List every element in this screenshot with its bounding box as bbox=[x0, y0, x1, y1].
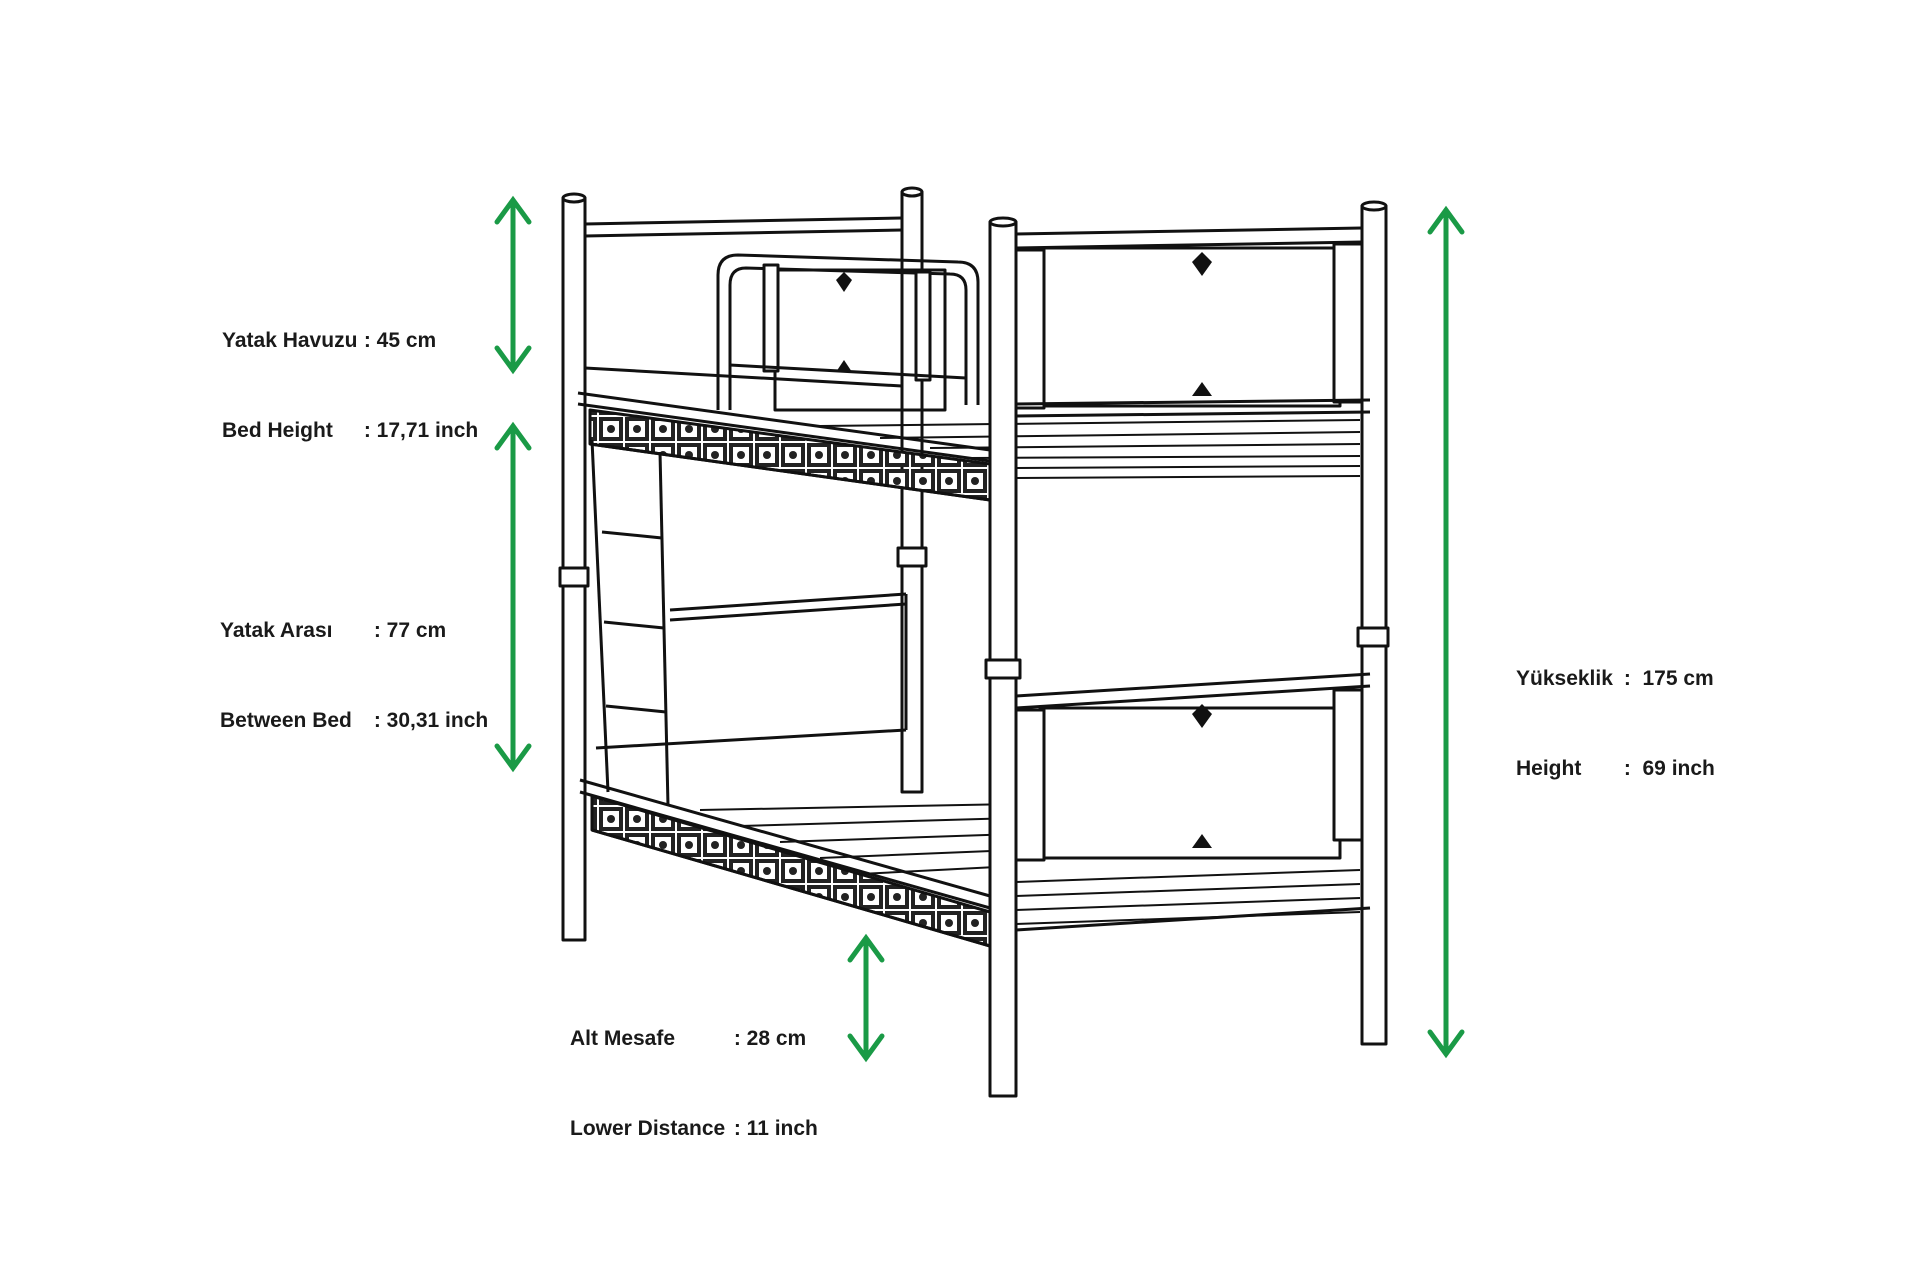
total-height-name-en: Height bbox=[1516, 757, 1582, 780]
between-bed-value-en: : 30,31 inch bbox=[373, 709, 489, 732]
bed-height-value-en: : 17,71 inch bbox=[363, 419, 479, 442]
total-height-label: Yükseklik : 175 cm Height : 69 inch bbox=[1516, 604, 1715, 844]
lower-distance-name-en: Lower Distance bbox=[570, 1117, 726, 1140]
lower-distance-value-tr: : 28 cm bbox=[733, 1027, 807, 1050]
between-bed-name-tr: Yatak Arası bbox=[220, 619, 333, 642]
bed-height-label: Yatak Havuzu : 45 cm Bed Height : 17,71 … bbox=[222, 266, 478, 506]
between-bed-label: Yatak Arası : 77 cm Between Bed : 30,31 … bbox=[220, 556, 488, 796]
total-height-value-en: : 69 inch bbox=[1623, 757, 1715, 780]
lower-distance-name-tr: Alt Mesafe bbox=[570, 1027, 676, 1050]
bed-height-name-tr: Yatak Havuzu bbox=[222, 329, 358, 352]
between-bed-value-tr: : 77 cm bbox=[373, 619, 447, 642]
total-height-name-tr: Yükseklik bbox=[1516, 667, 1613, 690]
lower-distance-value-en: : 11 inch bbox=[733, 1117, 818, 1140]
between-bed-name-en: Between Bed bbox=[220, 709, 352, 732]
total-height-value-tr: : 175 cm bbox=[1623, 667, 1714, 690]
bed-height-value-tr: : 45 cm bbox=[363, 329, 437, 352]
bed-height-name-en: Bed Height bbox=[222, 419, 333, 442]
lower-distance-label: Alt Mesafe : 28 cm Lower Distance : 11 i… bbox=[570, 964, 818, 1204]
